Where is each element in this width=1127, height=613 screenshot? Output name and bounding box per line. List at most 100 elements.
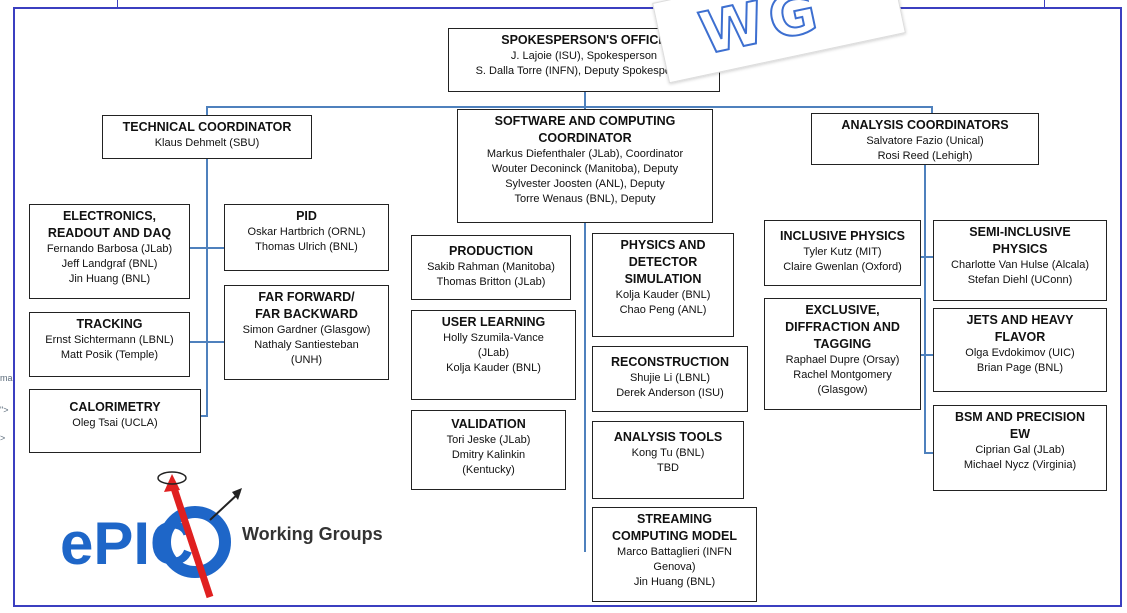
box-title: SOFTWARE AND COMPUTING [494, 114, 676, 128]
connector [921, 354, 933, 356]
person: Kong Tu (BNL) [631, 447, 705, 459]
connector [206, 159, 208, 417]
connector [924, 452, 933, 454]
box-title: FAR FORWARD/ [258, 290, 355, 304]
box-title: EXCLUSIVE, [805, 303, 880, 317]
pid-box: PID Oskar Hartbrich (ORNL) Thomas Ulrich… [224, 204, 389, 271]
box-title: DETECTOR [628, 255, 698, 269]
box-title: TAGGING [813, 337, 872, 351]
connector [206, 106, 933, 108]
reconstruction-box: RECONSTRUCTION Shujie Li (LBNL) Derek An… [592, 346, 748, 412]
person: Charlotte Van Hulse (Alcala) [951, 259, 1089, 271]
box-title: INCLUSIVE PHYSICS [779, 229, 906, 243]
person: Simon Gardner (Glasgow) [242, 324, 371, 336]
logo-ring [159, 506, 231, 578]
person: Jin Huang (BNL) [68, 273, 151, 285]
person: Dmitry Kalinkin [451, 449, 526, 461]
connector [924, 164, 926, 454]
person: (UNH) [290, 354, 323, 366]
person: Matt Posik (Temple) [60, 349, 159, 361]
box-title: COMPUTING MODEL [612, 529, 737, 543]
person: Sylvester Joosten (ANL), Deputy [505, 178, 665, 190]
person: Salvatore Fazio (Unical) [866, 135, 984, 147]
person: Derek Anderson (ISU) [616, 387, 724, 399]
background-left-strip [0, 0, 14, 613]
logo-spin-ellipse [157, 471, 187, 485]
connector [584, 222, 586, 552]
person: (Glasgow) [817, 384, 868, 396]
box-title: PRODUCTION [448, 244, 534, 258]
connector [190, 247, 224, 249]
person: S. Dalla Torre (INFN), Deputy Spokespers… [475, 65, 693, 77]
box-title: EW [1009, 427, 1031, 441]
org-chart-slide: SPOKESPERSON'S OFFICE J. Lajoie (ISU), S… [13, 0, 1122, 607]
production-box: PRODUCTION Sakib Rahman (Manitoba) Thoma… [411, 235, 571, 300]
box-title: FLAVOR [994, 330, 1046, 344]
person: Jeff Landgraf (BNL) [61, 258, 158, 270]
person: Chao Peng (ANL) [619, 304, 707, 316]
connector [921, 256, 933, 258]
connector [201, 415, 208, 417]
person: Rachel Montgomery [793, 369, 892, 381]
box-title: JETS AND HEAVY [966, 313, 1074, 327]
person: Stefan Diehl (UConn) [967, 274, 1073, 286]
inclusive-physics-box: INCLUSIVE PHYSICS Tyler Kutz (MIT) Clair… [764, 220, 921, 286]
semi-inclusive-physics-box: SEMI-INCLUSIVE PHYSICS Charlotte Van Hul… [933, 220, 1107, 301]
wg-stamp-text: WG [693, 0, 830, 69]
box-title: READOUT AND DAQ [47, 226, 172, 240]
analysis-coordinators-box: ANALYSIS COORDINATORS Salvatore Fazio (U… [811, 113, 1039, 165]
person: Genova) [653, 561, 696, 573]
box-title: SIMULATION [624, 272, 702, 286]
analysis-tools-box: ANALYSIS TOOLS Kong Tu (BNL) TBD [592, 421, 744, 499]
person: Thomas Britton (JLab) [436, 276, 546, 288]
box-title: ANALYSIS COORDINATORS [841, 118, 1009, 132]
box-title: SEMI-INCLUSIVE [969, 225, 1071, 239]
background-text-fragment: ma [0, 373, 13, 383]
far-forward-backward-box: FAR FORWARD/ FAR BACKWARD Simon Gardner … [224, 285, 389, 380]
box-title: BSM AND PRECISION [954, 410, 1086, 424]
connector [190, 341, 224, 343]
epic-logo: ePIC [60, 471, 242, 599]
exclusive-diffraction-tagging-box: EXCLUSIVE, DIFFRACTION AND TAGGING Rapha… [764, 298, 921, 410]
wg-stamp-graphic: WG [652, 0, 906, 84]
person: Klaus Dehmelt (SBU) [154, 137, 260, 149]
box-title: TRACKING [76, 317, 143, 331]
person: Kolja Kauder (BNL) [446, 362, 541, 374]
person: Nathaly Santiesteban [254, 339, 359, 351]
bsm-precision-ew-box: BSM AND PRECISION EW Ciprian Gal (JLab) … [933, 405, 1107, 491]
box-title: COORDINATOR [538, 131, 632, 145]
person: Claire Gwenlan (Oxford) [783, 261, 902, 273]
box-title: TECHNICAL COORDINATOR [122, 120, 292, 134]
working-groups-caption: Working Groups [242, 524, 383, 544]
logo-red-arrow [168, 480, 214, 599]
person: Tyler Kutz (MIT) [803, 246, 882, 258]
box-title: CALORIMETRY [69, 400, 161, 414]
box-title: VALIDATION [451, 417, 526, 431]
person: Torre Wenaus (BNL), Deputy [514, 193, 656, 205]
physics-detector-simulation-box: PHYSICS AND DETECTOR SIMULATION Kolja Ka… [592, 233, 734, 337]
connector [584, 92, 586, 108]
person: Holly Szumila-Vance [443, 332, 544, 344]
logo-black-arrowhead [232, 488, 242, 500]
person: TBD [657, 462, 679, 474]
person: Marco Battaglieri (INFN [617, 546, 732, 558]
box-title: RECONSTRUCTION [610, 355, 730, 369]
person: Shujie Li (LBNL) [629, 372, 711, 384]
jets-heavy-flavor-box: JETS AND HEAVY FLAVOR Olga Evdokimov (UI… [933, 308, 1107, 392]
person: Kolja Kauder (BNL) [615, 289, 711, 301]
box-title: USER LEARNING [441, 315, 546, 329]
logo-red-arrowhead [164, 474, 180, 492]
person: Rosi Reed (Lehigh) [877, 150, 973, 162]
person: Sakib Rahman (Manitoba) [427, 261, 555, 273]
calorimetry-box: CALORIMETRY Oleg Tsai (UCLA) [29, 389, 201, 453]
box-title: DIFFRACTION AND [785, 320, 900, 334]
person: Olga Evdokimov (UIC) [965, 347, 1075, 359]
streaming-computing-model-box: STREAMING COMPUTING MODEL Marco Battagli… [592, 507, 757, 602]
box-title: STREAMING [637, 512, 712, 526]
person: Tori Jeske (JLab) [446, 434, 531, 446]
person: Brian Page (BNL) [976, 362, 1064, 374]
box-title: PID [296, 209, 317, 223]
person: J. Lajoie (ISU), Spokesperson [510, 50, 658, 62]
box-title: FAR BACKWARD [255, 307, 358, 321]
background-text-fragment: "> [0, 405, 9, 415]
